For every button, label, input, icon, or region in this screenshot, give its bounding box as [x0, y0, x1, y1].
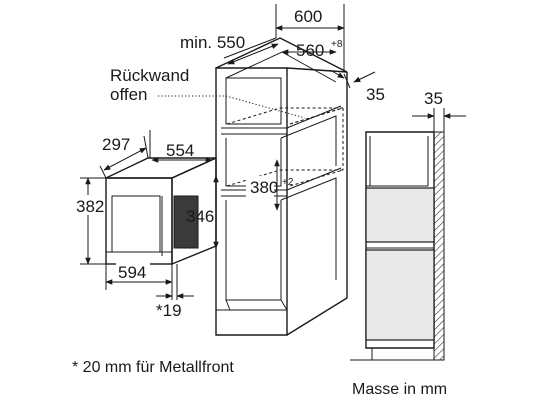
side-section-view: [350, 131, 445, 361]
label-niche-width-tol: +8: [331, 39, 343, 50]
dim-cabinet-depth: min. 550: [180, 33, 279, 65]
dim-appliance-depth: 297: [99, 135, 149, 179]
dim-side-gap-wall: 35: [412, 89, 466, 132]
dim-appliance-height: 382: [74, 177, 106, 265]
dim-niche-width: 560 +8: [281, 39, 343, 60]
label-rear-wall-2: offen: [110, 85, 148, 104]
microwave-appliance: [105, 156, 217, 266]
dim-front-offset: *19: [156, 264, 194, 320]
dim-appliance-width-top: 554: [149, 130, 217, 163]
label-rear-wall-1: Rückwand: [110, 66, 189, 85]
label-appliance-height: 382: [76, 197, 104, 216]
label-appliance-width-top: 554: [166, 141, 194, 160]
label-niche-height-tol: +2: [282, 177, 294, 188]
footnote-metal-front: * 20 mm für Metallfront: [72, 359, 234, 376]
dim-cabinet-width: 600: [275, 4, 345, 72]
dim-appliance-width-bottom: 594: [105, 263, 173, 290]
label-niche-width: 560: [296, 41, 324, 60]
label-appliance-width-bottom: 594: [118, 263, 146, 282]
label-front-offset: *19: [156, 301, 182, 320]
label-cabinet-width: 600: [294, 7, 322, 26]
label-cabinet-depth: min. 550: [180, 33, 245, 52]
units-note: Masse in mm: [352, 381, 447, 398]
label-appliance-depth: 297: [102, 135, 130, 154]
dim-appliance-inner-height: 346: [186, 175, 219, 249]
rear-wall-note: Rückwand offen: [110, 66, 306, 119]
label-niche-height: 380: [250, 178, 278, 197]
label-side-gap-cabinet: 35: [366, 85, 385, 104]
dim-niche-height: 380 +2: [246, 159, 294, 211]
label-appliance-inner-height: 346: [186, 207, 214, 226]
label-side-gap-wall: 35: [424, 89, 443, 108]
dim-side-gap-cabinet: 35: [329, 69, 385, 104]
